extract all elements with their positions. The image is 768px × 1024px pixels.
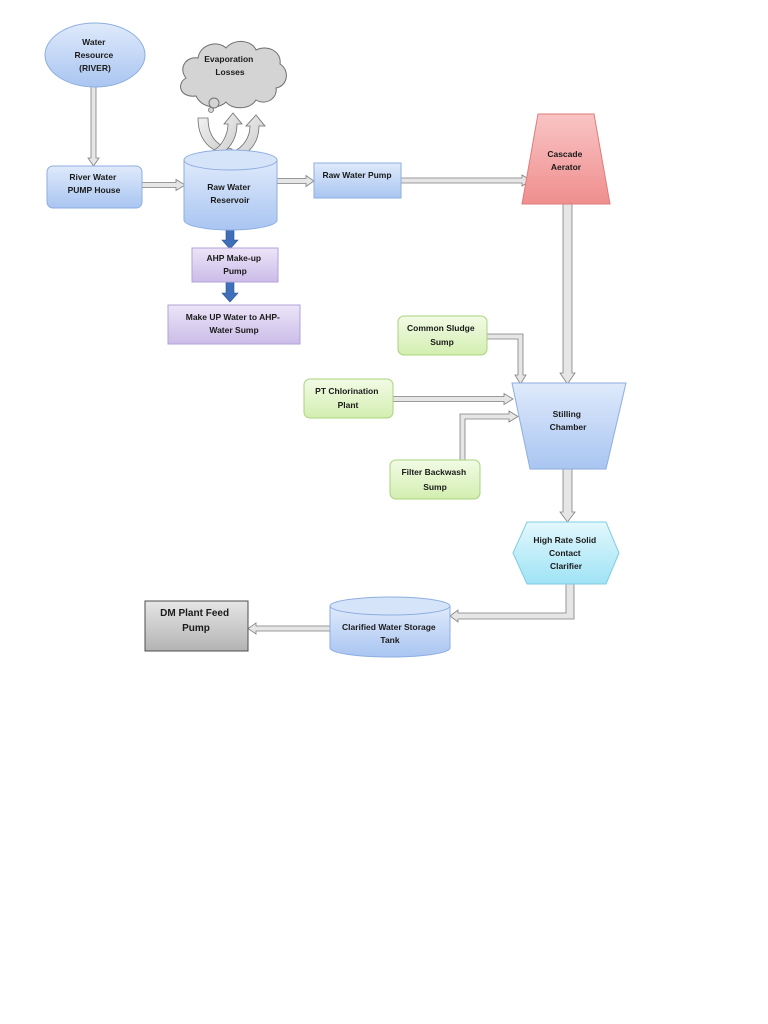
cloud-bubble-small-icon <box>208 107 214 113</box>
arrow-backwash-to-stilling <box>459 410 519 461</box>
node-pt-chlorination-plant[interactable]: PT Chlorination Plant <box>303 378 394 419</box>
arrow-resource-to-pumphouse <box>87 85 100 167</box>
node-water-resource[interactable]: Water Resource (RIVER) <box>44 22 146 88</box>
node-raw-water-pump[interactable]: Raw Water Pump <box>313 162 402 199</box>
arrow-reservoir-to-ahppump <box>221 228 239 250</box>
node-clarifier-label: High Rate Solid Contact Clarifier <box>533 535 598 571</box>
node-ahp-pump[interactable]: AHP Make-up Pump <box>191 247 279 283</box>
arrow-aerator-to-stilling <box>559 202 576 385</box>
arrow-reservoir-to-rawpump <box>276 174 315 188</box>
node-storage-tank-label: Clarified Water Storage Tank <box>342 622 438 645</box>
cloud-bubble-icon <box>208 97 220 109</box>
node-water-resource-label: Water Resource (RIVER) <box>74 37 115 73</box>
evap-arrow-down-icon <box>197 117 233 156</box>
node-reservoir[interactable]: Raw Water Reservoir <box>183 149 278 231</box>
node-cascade-aerator[interactable]: Cascade Aerator <box>521 113 611 205</box>
node-reservoir-label: Raw Water Reservoir <box>207 182 253 205</box>
arrow-stilling-to-clarifier <box>559 468 576 523</box>
node-evaporation-cloud[interactable]: Evaporation Losses <box>180 41 287 113</box>
node-ahp-sump[interactable]: Make UP Water to AHP- Water Sump <box>167 304 301 345</box>
arrow-clarifier-to-tank <box>449 583 575 623</box>
arrow-ahppump-to-sump <box>221 281 239 303</box>
node-cascade-aerator-label: Cascade Aerator <box>547 149 584 172</box>
node-pt-chlorination-plant-label: PT Chlorination Plant <box>315 386 381 410</box>
node-raw-water-pump-label: Raw Water Pump <box>322 170 391 180</box>
blue-arrows <box>221 228 239 303</box>
node-pump-house-label: River Water PUMP House <box>68 172 121 195</box>
arrow-tank-to-dmpump <box>247 622 331 635</box>
cloud-icon <box>180 41 287 109</box>
node-stilling-chamber[interactable]: Stilling Chamber <box>511 382 627 470</box>
connectors <box>87 85 576 635</box>
node-pump-house[interactable]: River Water PUMP House <box>46 165 143 209</box>
node-storage-tank[interactable]: Clarified Water Storage Tank <box>329 596 451 658</box>
node-ahp-pump-label: AHP Make-up Pump <box>206 253 263 276</box>
node-dm-plant-feed-pump[interactable]: DM Plant Feed Pump <box>144 600 249 652</box>
arrow-sludge-to-stilling <box>486 333 527 385</box>
node-common-sludge-sump[interactable]: Common Sludge Sump <box>397 315 488 356</box>
node-common-sludge-sump-label: Common Sludge Sump <box>407 323 477 347</box>
arrow-rawpump-to-aerator <box>400 174 532 187</box>
arrow-chlorination-to-stilling <box>392 392 514 406</box>
node-filter-backwash-sump-label: Filter Backwash Sump <box>401 467 468 492</box>
node-ahp-sump-label: Make UP Water to AHP- Water Sump <box>186 312 283 335</box>
node-stilling-chamber-label: Stilling Chamber <box>550 409 588 432</box>
node-evaporation-label: Evaporation Losses <box>204 54 256 77</box>
node-dm-plant-feed-pump-label: DM Plant Feed Pump <box>160 608 232 634</box>
node-clarifier[interactable]: High Rate Solid Contact Clarifier <box>512 521 620 585</box>
node-filter-backwash-sump[interactable]: Filter Backwash Sump <box>389 459 481 500</box>
arrow-pumphouse-to-reservoir <box>140 178 186 192</box>
